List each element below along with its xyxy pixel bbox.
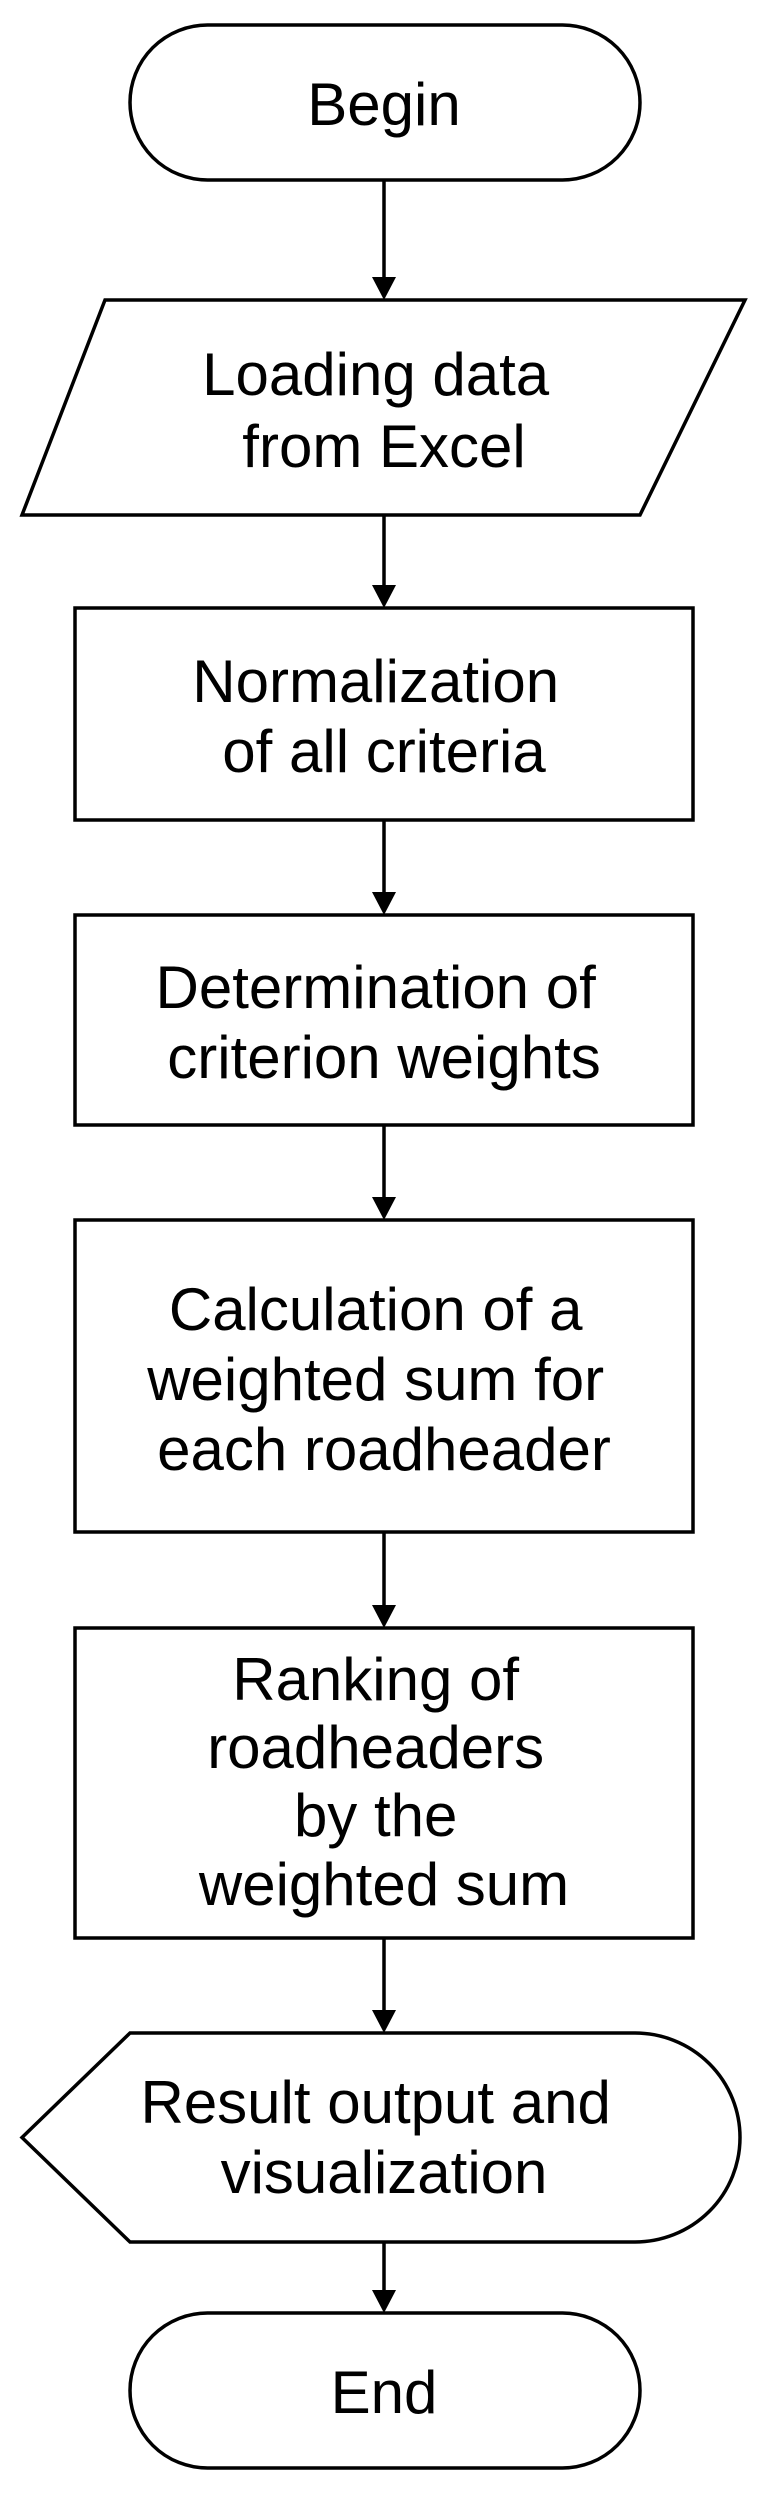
begin-label: Begin (307, 71, 460, 138)
loading-data-label-line-1: Loading data (202, 341, 550, 408)
determination-label-line-1: Determination of (156, 954, 597, 1021)
loading-data-label-line-2: from Excel (242, 413, 525, 480)
result-output-label: Result output and visualization (140, 2069, 627, 2206)
calculation-label-line-2: weighted sum for (146, 1346, 604, 1413)
end-terminator: End (128, 2311, 642, 2470)
determination-process: Determination of criterion weights (73, 913, 695, 1127)
result-output-label-line-2: visualization (221, 2139, 548, 2206)
loading-data-input: Loading data from Excel (19, 298, 748, 517)
loading-data-label: Loading data from Excel (202, 341, 566, 480)
determination-label-line-2: criterion weights (167, 1024, 601, 1091)
end-label-line-1: End (331, 2359, 438, 2426)
edge-normalization-to-determination (372, 820, 396, 915)
ranking-label-line-3: by the (294, 1782, 457, 1849)
result-output-display: Result output and visualization (19, 2031, 742, 2244)
begin-terminator: Begin (128, 23, 642, 182)
edge-result-to-end (372, 2242, 396, 2313)
end-label: End (331, 2359, 438, 2426)
normalization-label-line-2: of all criteria (222, 718, 546, 785)
normalization-process: Normalization of all criteria (73, 606, 695, 822)
normalization-label-line-1: Normalization (192, 648, 559, 715)
begin-label-line-1: Begin (307, 71, 460, 138)
ranking-label-line-4: weighted sum (198, 1851, 569, 1918)
calculation-label-line-1: Calculation of a (169, 1276, 583, 1343)
ranking-process: Ranking of roadheaders by the weighted s… (73, 1626, 695, 1940)
calculation-process: Calculation of a weighted sum for each r… (73, 1218, 695, 1534)
edge-ranking-to-result (372, 1938, 396, 2033)
ranking-label-line-1: Ranking of (232, 1646, 519, 1713)
result-output-label-line-1: Result output and (140, 2069, 610, 2136)
edge-determination-to-calculation (372, 1125, 396, 1220)
edge-begin-to-loading (372, 180, 396, 300)
ranking-label-line-2: roadheaders (207, 1714, 544, 1781)
edge-loading-to-normalization (372, 515, 396, 608)
edge-calculation-to-ranking (372, 1532, 396, 1628)
calculation-label: Calculation of a weighted sum for each r… (146, 1276, 621, 1483)
ranking-label: Ranking of roadheaders by the weighted s… (198, 1646, 569, 1918)
calculation-label-line-3: each roadheader (157, 1416, 611, 1483)
determination-label: Determination of criterion weights (156, 954, 613, 1091)
normalization-label: Normalization of all criteria (192, 648, 575, 785)
connectors (372, 180, 396, 2313)
